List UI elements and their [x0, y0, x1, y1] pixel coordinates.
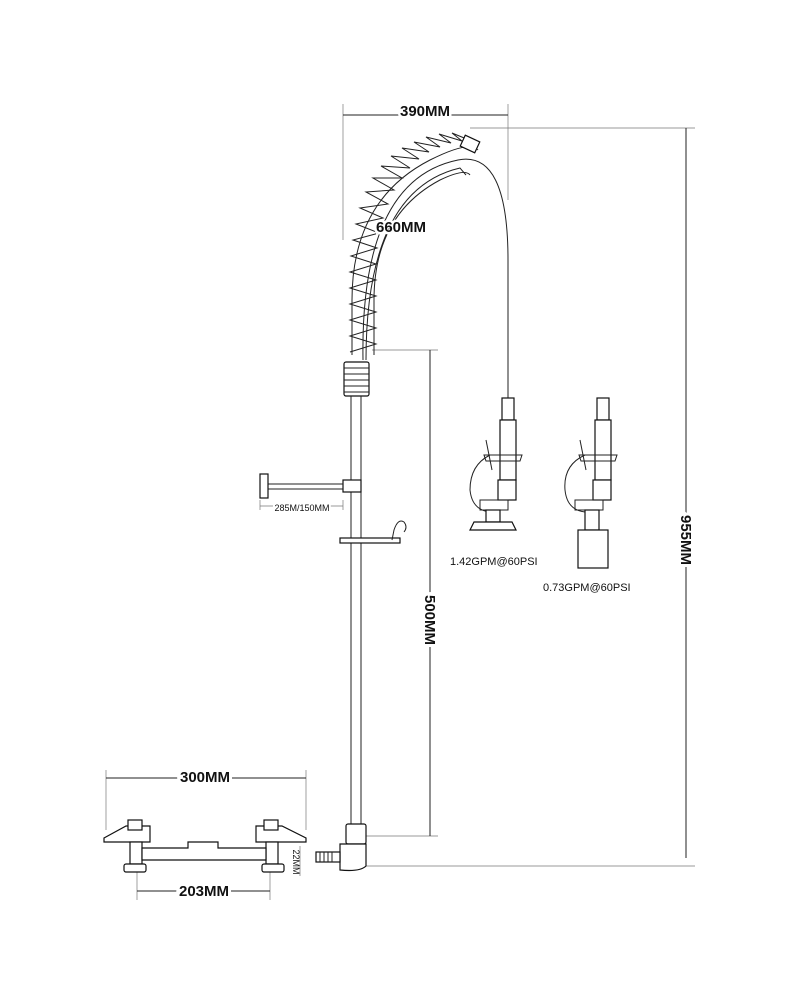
total-height-dimension: 955MM	[362, 127, 697, 867]
coil-spring	[348, 132, 481, 355]
spray-valve-2	[564, 397, 618, 569]
base-faucet	[103, 819, 307, 873]
spring-width-label: 390MM	[400, 103, 450, 120]
hose-length-label: 660MM	[376, 219, 426, 236]
center-distance-label: 203MM	[179, 883, 229, 900]
inlet-size-label: 22MM	[291, 849, 301, 874]
spring-collar	[343, 361, 370, 397]
hook	[339, 520, 407, 544]
spray-valve-1-flow-label: 1.42GPM@60PSI	[450, 556, 538, 568]
hose	[362, 158, 509, 398]
arm-length-label: 285M/150MM	[274, 503, 329, 513]
faucet-width-dimension: 300MM	[105, 766, 307, 830]
faucet-width-label: 300MM	[180, 769, 230, 786]
riser-height-dimension: 500MM	[362, 349, 441, 837]
spray-valve-2-flow-label: 0.73GPM@60PSI	[543, 582, 631, 594]
total-height-label: 955MM	[677, 515, 694, 565]
inlet-elbow	[299, 823, 367, 876]
riser-height-label: 500MM	[421, 595, 438, 645]
center-distance-dimension: 203MM	[136, 870, 271, 903]
wall-bracket	[259, 473, 362, 510]
spring-width-dimension: 390MM	[342, 101, 509, 240]
riser-pipe	[350, 396, 362, 826]
spray-valve-1	[469, 397, 523, 531]
